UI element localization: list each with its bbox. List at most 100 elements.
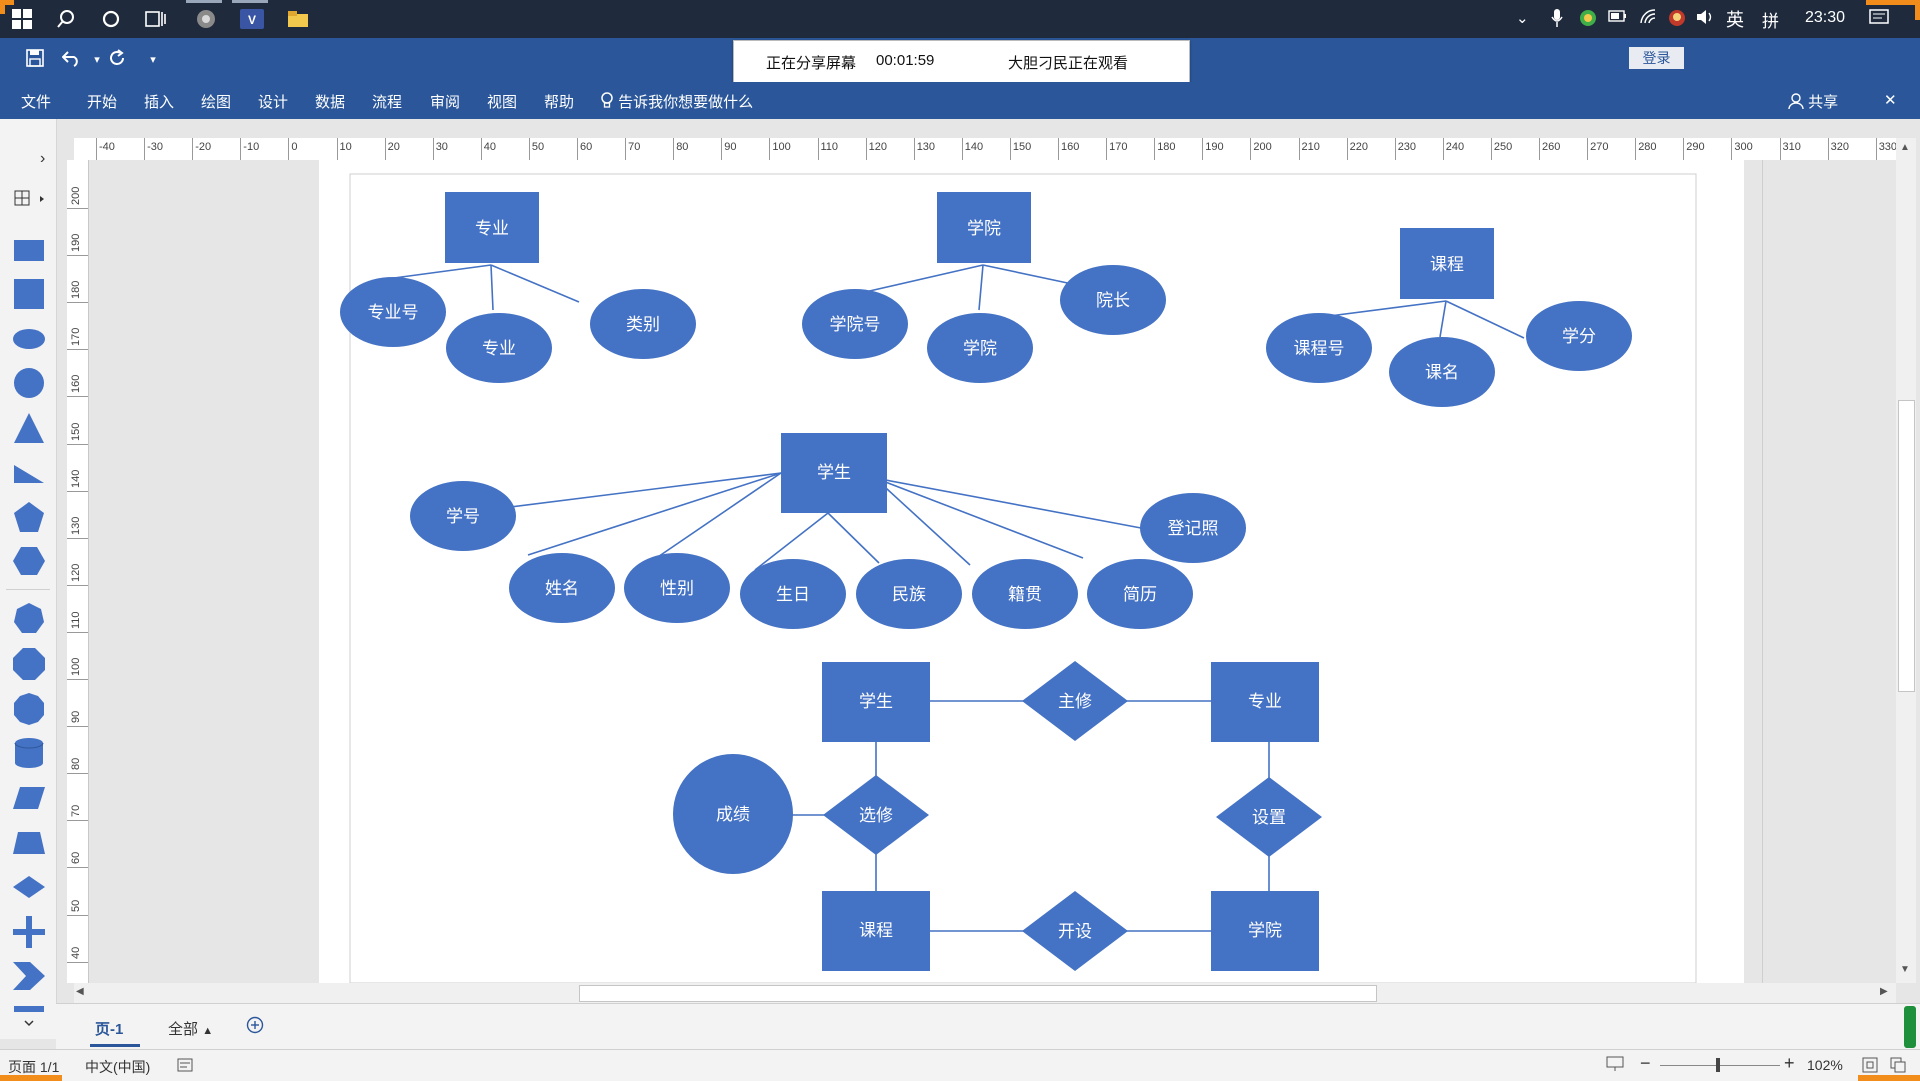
customize-toolbar-icon[interactable]: ▾: [140, 53, 166, 66]
parallelogram-shape[interactable]: [12, 781, 46, 815]
tab-data[interactable]: 数据: [315, 91, 345, 112]
circle-shape[interactable]: [12, 366, 46, 400]
vertical-scroll-thumb[interactable]: [1898, 400, 1915, 692]
tab-home[interactable]: 开始: [87, 91, 117, 112]
heptagon-shape[interactable]: [12, 602, 46, 636]
chevron-up-icon[interactable]: ⌄: [1516, 9, 1529, 27]
notification-icon[interactable]: [1869, 9, 1889, 31]
all-pages-tab[interactable]: 全部 ▲: [168, 1018, 213, 1039]
octagon-shape[interactable]: [12, 647, 46, 681]
tab-design[interactable]: 设计: [258, 91, 288, 112]
browser-app-icon[interactable]: [192, 5, 220, 33]
ruler-label: 180: [70, 281, 82, 299]
fit-page-icon[interactable]: [1862, 1057, 1878, 1076]
microphone-icon[interactable]: [1551, 9, 1563, 31]
ruler-tick: [67, 302, 88, 303]
ruler-label: 190: [1205, 141, 1223, 153]
search-icon[interactable]: [52, 5, 80, 33]
drawing-page[interactable]: .ln { stroke:#4472c4; stroke-width:1.6; …: [319, 160, 1744, 983]
tell-me-box[interactable]: 告诉我你想要做什么: [600, 91, 753, 112]
hexagon-shape[interactable]: [12, 544, 46, 578]
expand-panel-icon[interactable]: ›: [40, 150, 45, 168]
tab-process[interactable]: 流程: [372, 91, 402, 112]
scroll-down-icon[interactable]: ▼: [1900, 964, 1910, 975]
close-ribbon-icon[interactable]: ✕: [1884, 91, 1897, 109]
diamond-shape[interactable]: [12, 870, 46, 904]
visio-app-icon[interactable]: V: [238, 5, 266, 33]
presentation-mode-icon[interactable]: [1606, 1056, 1624, 1075]
ruler-tick: [67, 820, 88, 821]
page-number-status[interactable]: 页面 1/1: [8, 1057, 59, 1077]
scroll-left-icon[interactable]: ◀: [76, 986, 84, 997]
ruler-tick: [67, 585, 88, 586]
volume-icon[interactable]: [1696, 9, 1716, 29]
share-indicator-corner: [1866, 0, 1920, 5]
horizontal-scrollbar[interactable]: ◀ ▶: [74, 983, 1896, 1003]
ruler-tick: [1539, 138, 1540, 160]
ruler-label: 200: [1253, 141, 1271, 153]
square-shape[interactable]: [12, 277, 46, 311]
windows-start-icon[interactable]: [8, 5, 36, 33]
entity-student-label: 学生: [817, 463, 851, 482]
ellipse-shape[interactable]: [12, 322, 46, 356]
app-tray-icon[interactable]: [1578, 9, 1598, 31]
scroll-up-icon[interactable]: ▲: [1900, 142, 1910, 153]
scroll-right-icon[interactable]: ▶: [1880, 986, 1888, 997]
cross-shape[interactable]: [12, 915, 46, 949]
add-page-icon[interactable]: [246, 1016, 264, 1037]
ribbon-tab-bar: 文件 开始 插入 绘图 设计 数据 流程 审阅 视图 帮助 告诉我你想要做什么 …: [0, 82, 1920, 119]
tab-review[interactable]: 审阅: [430, 91, 460, 112]
entity-major-label: 专业: [475, 219, 509, 238]
battery-icon[interactable]: [1608, 9, 1628, 27]
file-explorer-icon[interactable]: [284, 5, 312, 33]
save-icon[interactable]: [22, 49, 48, 72]
macro-recording-icon[interactable]: [177, 1058, 193, 1075]
pentagon-shape[interactable]: [12, 500, 46, 534]
ruler-label: 80: [676, 141, 688, 153]
zoom-level[interactable]: 102%: [1807, 1057, 1843, 1073]
right-triangle-shape[interactable]: [12, 455, 46, 489]
attr-college-name-label: 学院: [963, 339, 997, 358]
attr-course-no-label: 课程号: [1294, 339, 1345, 358]
wifi-icon[interactable]: [1640, 9, 1658, 29]
cortana-icon[interactable]: [97, 5, 125, 33]
cylinder-shape[interactable]: [12, 736, 46, 770]
tab-draw[interactable]: 绘图: [201, 91, 231, 112]
redo-icon[interactable]: [104, 49, 130, 72]
horizontal-scroll-thumb[interactable]: [579, 985, 1377, 1002]
ruler-label: 60: [580, 141, 592, 153]
ruler-tick: [96, 138, 97, 160]
ruler-label: 130: [917, 141, 935, 153]
language-status[interactable]: 中文(中国): [85, 1057, 150, 1077]
share-button[interactable]: 共享: [1788, 91, 1838, 112]
ruler-label: 180: [1157, 141, 1175, 153]
switch-windows-icon[interactable]: [1890, 1057, 1906, 1076]
drawing-canvas[interactable]: .ln { stroke:#4472c4; stroke-width:1.6; …: [89, 160, 1896, 983]
triangle-shape[interactable]: [12, 411, 46, 445]
zoom-slider-track[interactable]: [1660, 1065, 1780, 1066]
undo-icon[interactable]: [60, 49, 86, 72]
chevron-shape[interactable]: [12, 959, 46, 993]
tab-view[interactable]: 视图: [487, 91, 517, 112]
zoom-out-icon[interactable]: −: [1640, 1053, 1651, 1074]
task-view-icon[interactable]: [142, 5, 170, 33]
trapezoid-shape[interactable]: [12, 826, 46, 860]
login-button[interactable]: 登录: [1629, 47, 1684, 69]
stencil-menu-icon[interactable]: [14, 189, 48, 212]
tab-help[interactable]: 帮助: [544, 91, 574, 112]
more-shapes-icon[interactable]: [12, 1004, 46, 1030]
tab-file[interactable]: 文件: [21, 91, 51, 112]
rectangle-shape[interactable]: [12, 233, 46, 267]
tab-insert[interactable]: 插入: [144, 91, 174, 112]
ime-language-indicator[interactable]: 英: [1726, 6, 1744, 32]
status-bar: 页面 1/1 中文(中国) − + 102%: [0, 1049, 1920, 1081]
caret-up-icon: ▲: [202, 1025, 213, 1037]
decagon-shape[interactable]: [12, 692, 46, 726]
vertical-scrollbar[interactable]: ▲ ▼: [1896, 138, 1916, 983]
page-tab-1[interactable]: 页-1: [95, 1018, 123, 1039]
system-clock[interactable]: 23:30: [1805, 9, 1845, 27]
zoom-slider-thumb[interactable]: [1716, 1058, 1720, 1072]
ime-mode-indicator[interactable]: 拼: [1762, 7, 1779, 32]
app-tray-icon-2[interactable]: [1668, 9, 1686, 31]
zoom-in-icon[interactable]: +: [1784, 1053, 1795, 1074]
